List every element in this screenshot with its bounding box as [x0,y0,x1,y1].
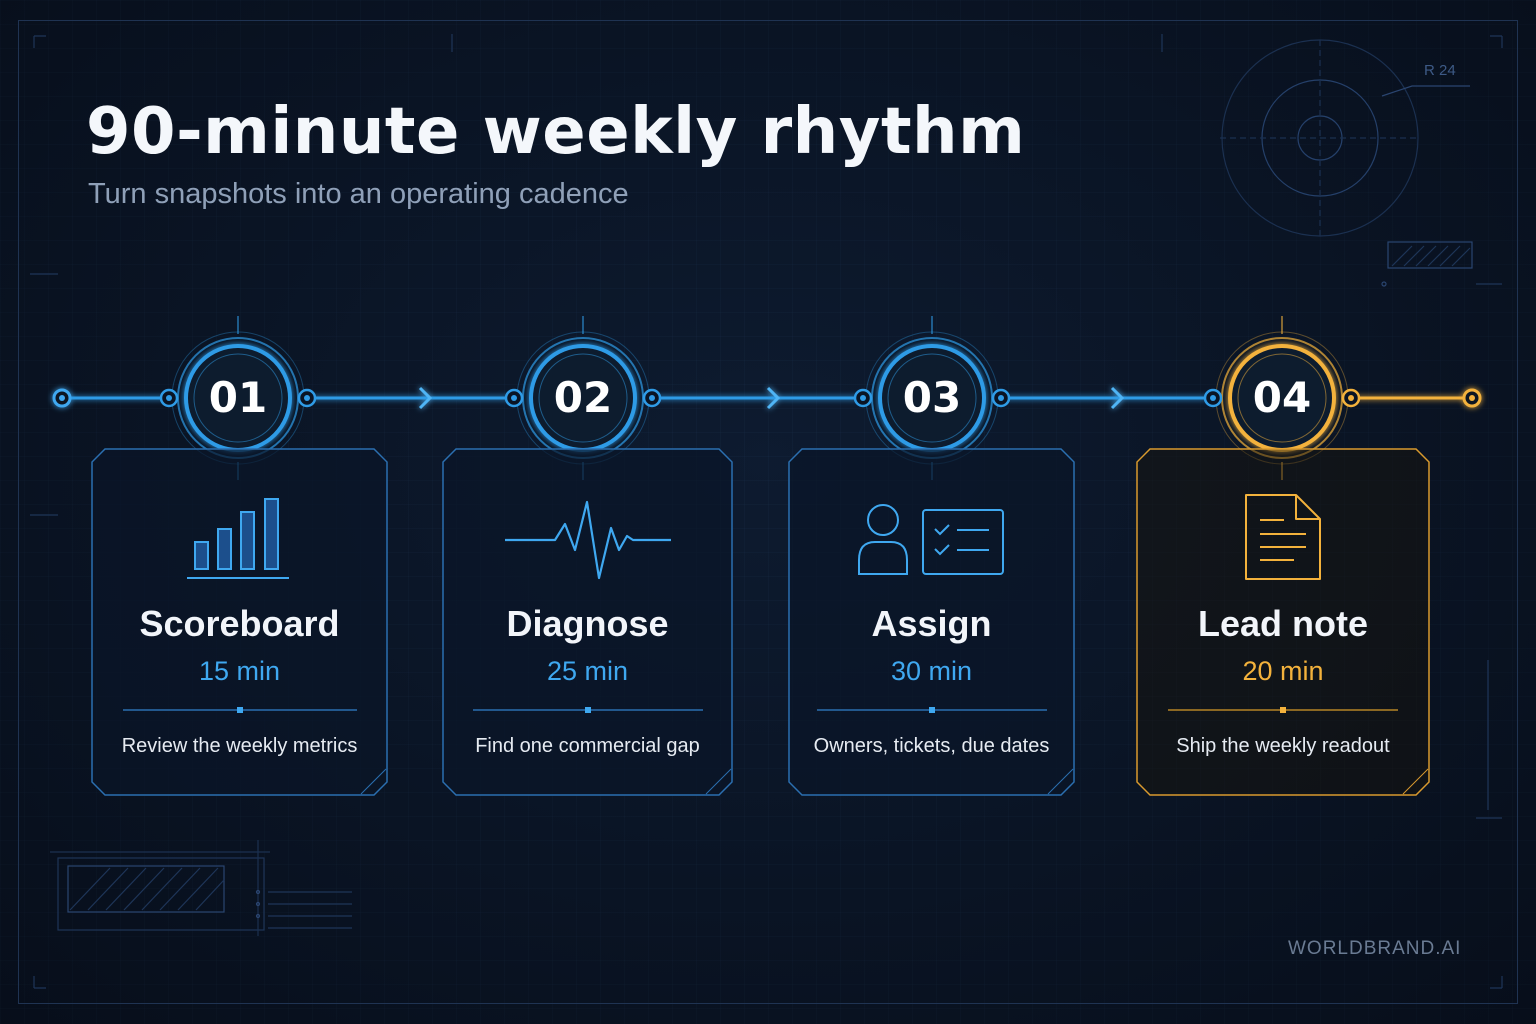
card-border [442,448,733,796]
bar-chart-icon [186,498,289,579]
user-checklist-icon [857,504,1004,575]
step-number-03: 03 [902,373,962,422]
step-node-04 [1203,316,1361,480]
step-description: Review the weekly metrics [121,735,358,757]
card-border [1136,448,1430,796]
step-duration: 20 min [1242,656,1324,686]
brand-watermark: WORLDBRAND.AI [1288,938,1462,959]
outer-frame [18,20,1518,1004]
step-title: Lead note [1197,603,1368,644]
radius-label: R 24 [1424,62,1456,79]
step-title: Assign [871,603,992,644]
timeline-track [52,316,1482,480]
step-title: Diagnose [506,603,669,644]
step-title: Scoreboard [139,603,340,644]
page-subtitle: Turn snapshots into an operating cadence [88,178,629,210]
step-description: Find one commercial gap [475,735,700,757]
arrow-icon [766,386,781,410]
step-node-02 [504,316,662,480]
step-number-02: 02 [553,373,613,422]
step-card-scoreboard: Scoreboard 15 min Review the weekly metr… [91,448,388,796]
card-divider [472,707,703,713]
card-divider [122,707,357,713]
page-title: 90-minute weekly rhythm [86,95,1026,169]
step-description: Owners, tickets, due dates [813,735,1050,757]
step-card-diagnose: Diagnose 25 min Find one commercial gap [442,448,733,796]
step-duration: 30 min [890,656,973,686]
step-node-03 [853,316,1011,480]
card-border [91,448,388,796]
pulse-icon [504,500,671,580]
step-description: Ship the weekly readout [1176,735,1390,757]
arrow-icon [418,386,433,410]
target-decoration-icon [1220,39,1470,238]
step-number-01: 01 [208,373,268,422]
step-card-assign: Assign 30 min Owners, tickets, due dates [788,448,1075,796]
step-duration: 25 min [546,656,629,686]
card-divider [816,707,1047,713]
step-card-lead-note: Lead note 20 min Ship the weekly readout [1136,448,1430,796]
card-divider [1168,707,1398,713]
arrow-icon [1110,386,1125,410]
step-number-04: 04 [1252,373,1312,422]
document-icon [1245,494,1321,580]
step-duration: 15 min [198,656,281,686]
